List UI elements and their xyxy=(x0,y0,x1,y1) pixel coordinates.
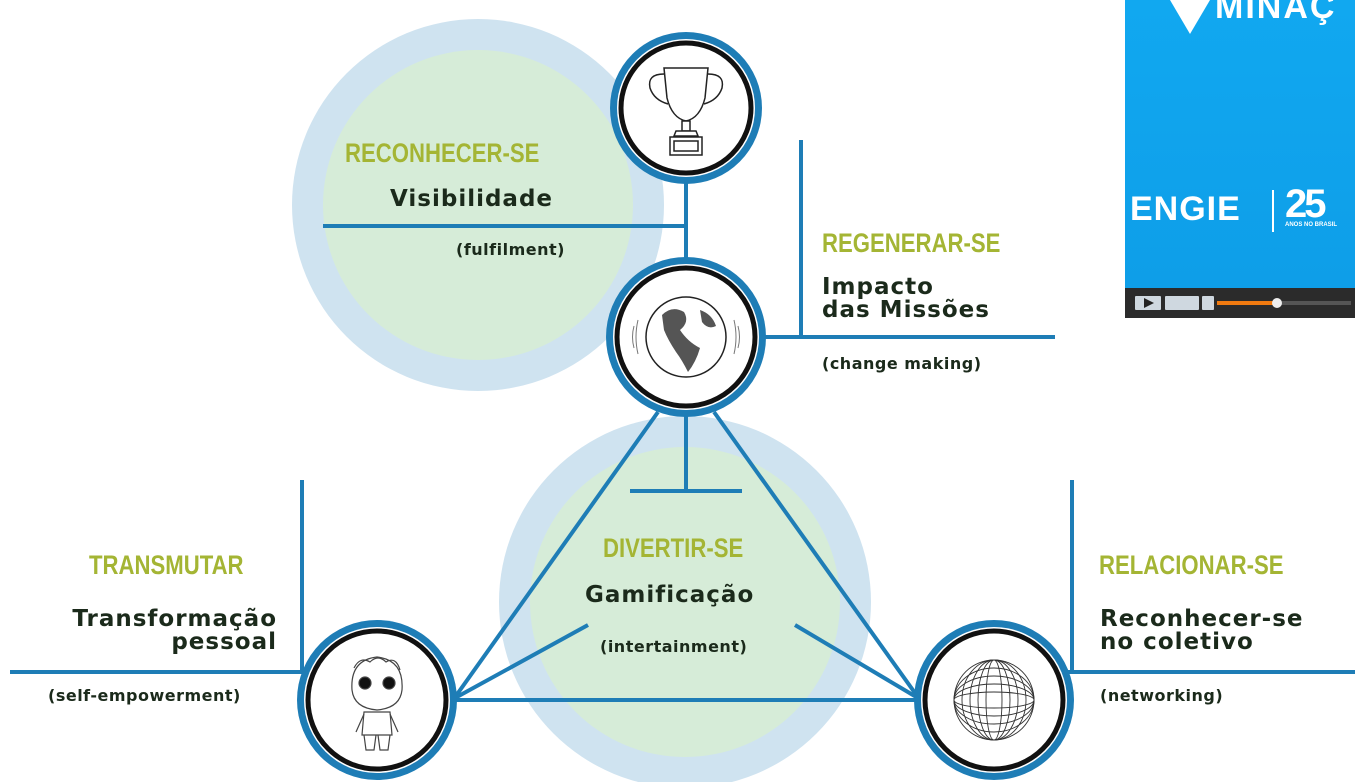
halo-inner-reconhecer xyxy=(323,50,633,360)
line-divertir-left xyxy=(454,623,589,700)
regenerar-subtitle-1: Impacto xyxy=(822,274,934,300)
anniversary-caption: ANOS NO BRASIL xyxy=(1285,222,1338,228)
anniversary-number: 25 xyxy=(1285,182,1326,226)
progress-fill xyxy=(1217,301,1278,305)
reconhecer-note: (fulfilment) xyxy=(456,240,565,259)
relacionar-title: RELACIONAR-SE xyxy=(1099,550,1284,580)
divertir-subtitle: Gamificação xyxy=(585,582,755,608)
relacionar-subtitle-1: Reconhecer-se xyxy=(1100,606,1304,632)
regenerar-title: REGENERAR-SE xyxy=(822,228,1001,258)
play-button[interactable] xyxy=(1135,296,1161,310)
relacionar-subtitle-2: no coletivo xyxy=(1100,629,1254,655)
video-title-fragment: MINAÇ xyxy=(1215,0,1337,26)
video-player[interactable]: MINAÇ ENGIE 25 ANOS NO BRASIL xyxy=(1125,0,1355,318)
globe-icon xyxy=(632,296,740,378)
regenerar-subtitle-2: das Missões xyxy=(822,297,990,323)
node-trophy xyxy=(610,32,762,184)
location-pin-icon xyxy=(1170,0,1210,34)
line-globe-left xyxy=(451,410,660,702)
halo-inner-divertir xyxy=(530,447,840,757)
volume-icon[interactable] xyxy=(1202,296,1214,310)
node-mesh xyxy=(914,620,1074,780)
video-control-bar xyxy=(1125,288,1355,318)
line-globe-right xyxy=(712,410,922,702)
node-globe xyxy=(606,257,766,417)
node-figure xyxy=(297,620,457,780)
progress-track[interactable] xyxy=(1217,298,1351,308)
video-screen[interactable]: MINAÇ ENGIE 25 ANOS NO BRASIL xyxy=(1125,0,1355,288)
engie-logo: ENGIE xyxy=(1130,190,1241,228)
transmutar-subtitle-2: pessoal xyxy=(171,629,277,655)
reconhecer-subtitle: Visibilidade xyxy=(390,186,554,212)
progress-knob[interactable] xyxy=(1272,298,1283,308)
transmutar-subtitle-1: Transformação xyxy=(72,606,277,632)
reconhecer-title: RECONHECER-SE xyxy=(345,138,540,168)
mesh-sphere-icon xyxy=(953,659,1035,741)
regenerar-note: (change making) xyxy=(822,354,982,373)
relacionar-note: (networking) xyxy=(1100,686,1224,705)
divertir-title: DIVERTIR-SE xyxy=(603,533,744,563)
transmutar-note: (self-empowerment) xyxy=(48,686,241,705)
skip-buttons[interactable] xyxy=(1165,296,1199,310)
trophy-icon xyxy=(648,67,724,156)
line-divertir-right xyxy=(793,623,920,700)
divertir-note: (intertainment) xyxy=(600,637,748,656)
figure-icon xyxy=(351,656,403,751)
transmutar-title: TRANSMUTAR xyxy=(89,550,244,580)
logo-divider xyxy=(1272,190,1274,232)
